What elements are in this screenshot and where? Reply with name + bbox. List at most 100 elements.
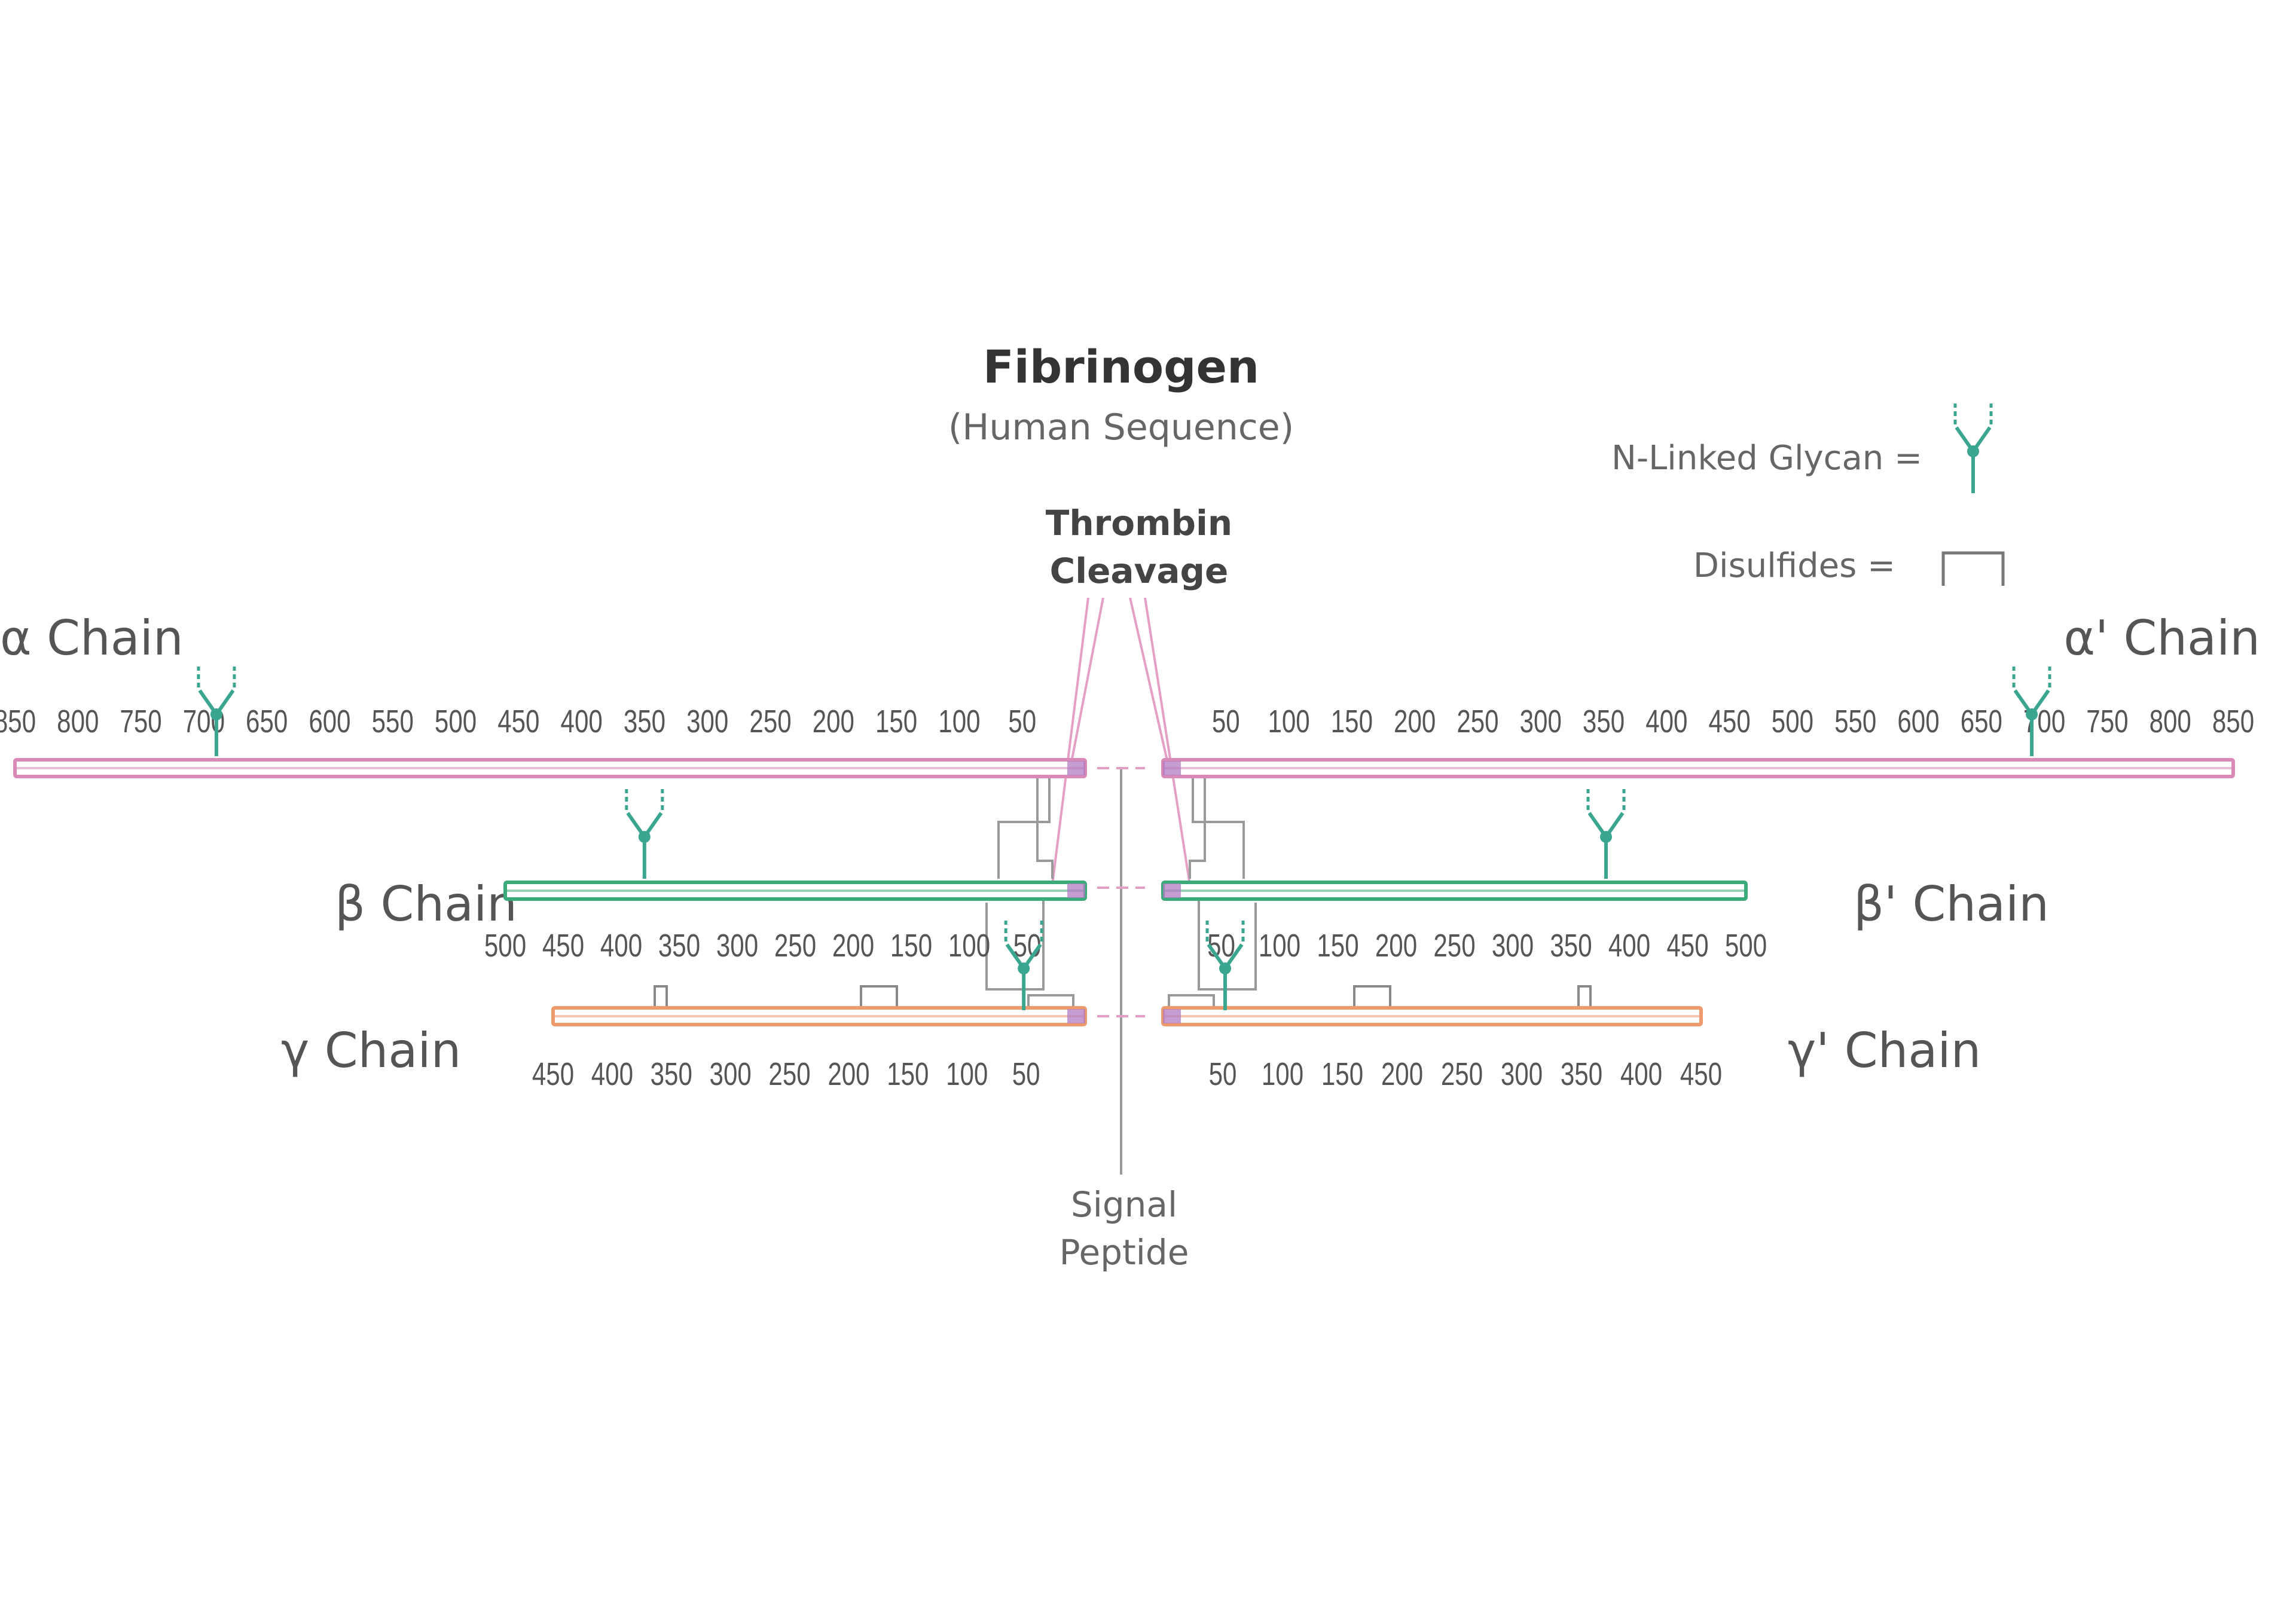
gamma-right-tick-label-1: 400 <box>1620 1056 1662 1092</box>
thrombin-line-left-2 <box>1069 597 1104 769</box>
disulfide-link-alpha-beta-right <box>1192 777 1245 879</box>
alpha-left-tick-label-6: 550 <box>372 704 414 739</box>
beta-right-cleavage-site <box>1163 884 1181 898</box>
legend-glycan-shape <box>1953 404 1993 493</box>
beta-left-glycan-0-node <box>638 831 651 843</box>
gamma-disulfide-right-1 <box>1353 985 1391 1010</box>
alpha-left-tick-label-10: 350 <box>624 704 665 739</box>
alpha-left-tick-label-7: 500 <box>435 704 477 739</box>
alpha-right-tick-label-16: 50 <box>1212 704 1240 739</box>
thrombin-line-right-1 <box>1144 597 1191 885</box>
thrombin-line-right-2 <box>1129 597 1170 769</box>
beta-left-tick-label-4: 300 <box>716 928 758 964</box>
gamma-left-tick-label-2: 350 <box>651 1056 692 1092</box>
beta-right-tick-label-3: 350 <box>1550 928 1592 964</box>
alpha-chain-label: α Chain <box>0 610 184 666</box>
beta-right-glycan-0-node <box>1600 831 1612 843</box>
gamma-left-tick-label-8: 50 <box>1012 1056 1040 1092</box>
alpha-right-glycan-0 <box>2012 667 2051 756</box>
gamma-right-glycan-0 <box>1205 921 1245 1010</box>
gamma-right-tick-label-0: 450 <box>1680 1056 1722 1092</box>
gamma-left-cleavage-site <box>1067 1009 1085 1023</box>
alpha-left-tick-label-16: 50 <box>1008 704 1036 739</box>
gamma-disulfide-right-2 <box>1577 985 1592 1010</box>
alpha-left-glycan-0-node <box>210 708 222 720</box>
legend-disulfide-icon <box>1941 551 2005 586</box>
beta-left-tick-label-2: 400 <box>600 928 642 964</box>
alpha-right-tick-label-6: 550 <box>1834 704 1876 739</box>
legend-glycan-label: N-Linked Glycan = <box>1611 439 1922 478</box>
thrombin-cleavage-label-line2: Cleavage <box>1050 551 1229 591</box>
gamma-left-tick-label-5: 200 <box>828 1056 869 1092</box>
signal-peptide-label-line2: Peptide <box>1060 1232 1189 1273</box>
alpha-prime-chain-label: α' Chain <box>2063 610 2260 666</box>
beta-left-cleavage-site <box>1067 884 1085 898</box>
alpha-right-tick-label-12: 250 <box>1457 704 1498 739</box>
beta-right-tick-label-0: 500 <box>1725 928 1767 964</box>
gamma-chain-label: γ Chain <box>281 1023 461 1078</box>
alpha-right-tick-label-1: 800 <box>2150 704 2191 739</box>
gamma-right-tick-label-8: 50 <box>1209 1056 1237 1092</box>
beta-left-glycan-0 <box>625 789 664 879</box>
disulfide-link-alpha-beta-right-2 <box>1189 777 1206 879</box>
beta-left-tick-label-7: 150 <box>890 928 932 964</box>
beta-right-tick-label-6: 200 <box>1375 928 1417 964</box>
diagram-subtitle: (Human Sequence) <box>948 406 1294 448</box>
alpha-left-cleavage-site <box>1067 761 1085 775</box>
gamma-right-tick-label-6: 150 <box>1321 1056 1363 1092</box>
alpha-right-tick-label-7: 500 <box>1772 704 1813 739</box>
alpha-right-tick-label-8: 450 <box>1709 704 1751 739</box>
beta-left-tick-label-6: 200 <box>832 928 874 964</box>
gamma-left-tick-label-6: 150 <box>887 1056 929 1092</box>
alpha-right-tick-label-14: 150 <box>1331 704 1373 739</box>
legend-disulfide-label: Disulfides = <box>1693 546 1895 585</box>
disulfide-link-alpha-beta-left <box>997 777 1051 879</box>
beta-right-tick-label-8: 100 <box>1259 928 1300 964</box>
alpha-left-tick-label-11: 300 <box>686 704 728 739</box>
alpha-right-tick-label-11: 300 <box>1520 704 1562 739</box>
disulfide-link-beta-gamma-right <box>1198 897 1257 991</box>
gamma-right-glycan-0-node <box>1219 962 1231 974</box>
beta-left-tick-label-8: 100 <box>948 928 990 964</box>
gamma-right-cleavage-site <box>1163 1009 1181 1023</box>
thrombin-line-left-1 <box>1051 597 1089 885</box>
gamma-left-tick-label-0: 450 <box>532 1056 574 1092</box>
legend-glycan-icon <box>1953 404 1993 493</box>
alpha-right-glycan-0-node <box>2026 708 2038 720</box>
thrombin-cleavage-label-line1: Thrombin <box>1046 503 1232 543</box>
beta-right-glycan-0 <box>1586 789 1626 879</box>
alpha-left-tick-label-14: 150 <box>875 704 917 739</box>
alpha-left-tick-label-5: 600 <box>309 704 350 739</box>
alpha-left-tick-label-12: 250 <box>749 704 791 739</box>
beta-right-tick-label-7: 150 <box>1317 928 1358 964</box>
beta-prime-chain-label: β' Chain <box>1854 876 2049 932</box>
legend-glycan-shape-node <box>1967 445 1979 457</box>
alpha-left-tick-label-13: 200 <box>813 704 854 739</box>
alpha-right-cleavage-site <box>1163 761 1181 775</box>
beta-left-tick-label-5: 250 <box>774 928 816 964</box>
gamma-right-tick-label-5: 200 <box>1381 1056 1423 1092</box>
chains-layer: 8508007507006506005505004504003503002502… <box>0 667 2254 1092</box>
disulfide-link-alpha-beta-left-2 <box>1036 777 1054 879</box>
gamma-right-tick-label-3: 300 <box>1501 1056 1543 1092</box>
alpha-right-tick-label-0: 850 <box>2212 704 2254 739</box>
alpha-right-tick-label-9: 400 <box>1645 704 1687 739</box>
center-connectors <box>985 597 1257 1175</box>
gamma-left-tick-label-3: 300 <box>710 1056 752 1092</box>
alpha-left-tick-label-2: 750 <box>120 704 161 739</box>
diagram-title: Fibrinogen <box>983 340 1259 393</box>
gamma-left-tick-label-7: 100 <box>946 1056 988 1092</box>
alpha-left-tick-label-0: 850 <box>0 704 36 739</box>
gamma-disulfide-left-1 <box>654 985 668 1010</box>
alpha-left-tick-label-4: 650 <box>246 704 288 739</box>
alpha-right-tick-label-13: 200 <box>1394 704 1436 739</box>
beta-chain-label: β Chain <box>335 876 517 932</box>
gamma-left-glycan-0-node <box>1018 962 1030 974</box>
alpha-left-tick-label-1: 800 <box>57 704 99 739</box>
gamma-right-tick-label-7: 100 <box>1262 1056 1303 1092</box>
gamma-prime-chain-label: γ' Chain <box>1788 1023 1981 1078</box>
beta-right-tick-label-5: 250 <box>1433 928 1475 964</box>
gamma-right-tick-label-2: 350 <box>1561 1056 1602 1092</box>
